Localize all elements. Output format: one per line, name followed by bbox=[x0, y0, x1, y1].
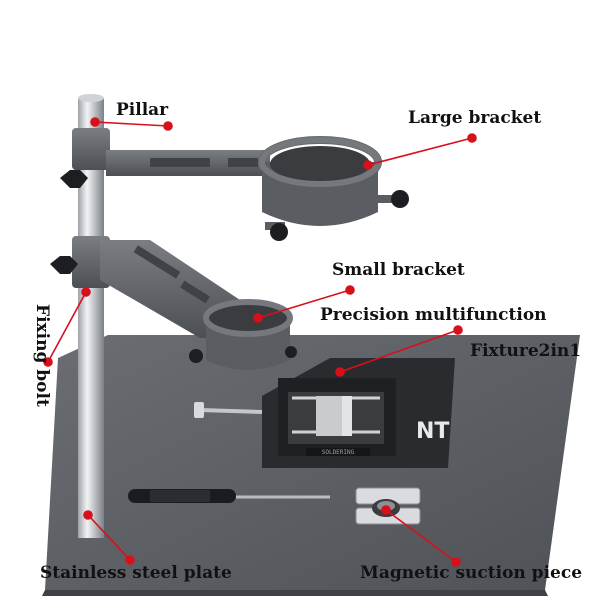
label-magnetic-suction-piece: Magnetic suction piece bbox=[360, 563, 583, 583]
fixture-text: SOLDERING bbox=[322, 449, 355, 456]
large-bracket-arm bbox=[106, 150, 270, 176]
label-fixing-bolt: Fixing bolt bbox=[32, 304, 52, 407]
label-fixture: Fixture2in1 bbox=[470, 341, 582, 361]
label-stainless-steel-plate: Stainless steel plate bbox=[40, 563, 232, 583]
fixing-bolt bbox=[50, 170, 88, 274]
label-precision: Precision multifunction bbox=[320, 305, 547, 325]
fixture-2in1: SOLDERING NT bbox=[194, 358, 455, 468]
label-pillar: Pillar bbox=[116, 100, 169, 120]
label-small-bracket: Small bracket bbox=[332, 260, 465, 280]
small-bracket bbox=[189, 299, 297, 370]
pillar bbox=[72, 94, 110, 538]
label-large-bracket: Large bracket bbox=[408, 108, 542, 128]
screwdriver bbox=[128, 489, 330, 503]
large-bracket bbox=[258, 136, 409, 241]
callouts bbox=[43, 117, 477, 567]
nt-logo: NT bbox=[416, 419, 449, 444]
